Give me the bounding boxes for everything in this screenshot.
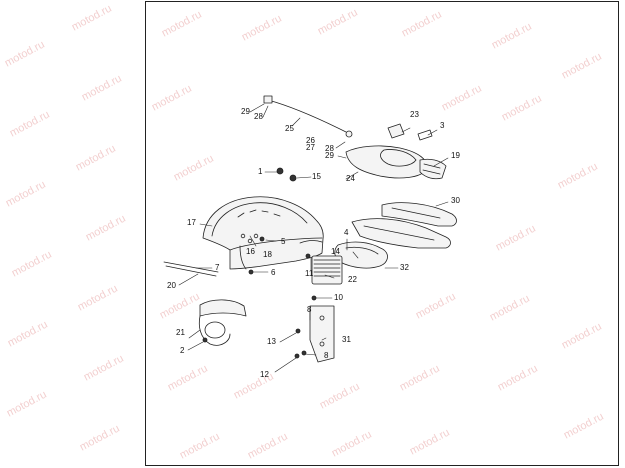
callout-12: 12 <box>260 370 269 379</box>
callout-16: 16 <box>246 247 255 256</box>
callout-28-left: 28 <box>254 112 263 121</box>
cable-25 <box>263 95 353 138</box>
callout-30: 30 <box>451 196 460 205</box>
callout-11: 11 <box>305 269 314 278</box>
callout-4: 4 <box>344 228 349 237</box>
callout-2: 2 <box>180 346 185 355</box>
callout-15: 15 <box>312 172 321 181</box>
callout-22: 22 <box>348 275 357 284</box>
rod-20 <box>163 261 219 277</box>
callout-24: 24 <box>346 174 355 183</box>
callout-29-right: 29 <box>325 151 334 160</box>
callout-10: 10 <box>334 293 343 302</box>
callout-17: 17 <box>187 218 196 227</box>
callout-23: 23 <box>410 110 419 119</box>
bracket-21 <box>198 299 247 346</box>
callout-31: 31 <box>342 335 351 344</box>
side-bracket-31 <box>309 305 335 363</box>
callout-6: 6 <box>271 268 276 277</box>
callout-29-left: 29 <box>241 107 250 116</box>
trim-32 <box>334 241 388 269</box>
callout-8-lower: 8 <box>324 351 329 360</box>
callout-19: 19 <box>451 151 460 160</box>
rear-fender <box>202 196 324 270</box>
callout-18: 18 <box>263 250 272 259</box>
callout-32: 32 <box>400 263 409 272</box>
callout-7: 7 <box>215 263 220 272</box>
callout-1: 1 <box>258 167 263 176</box>
callout-13: 13 <box>267 337 276 346</box>
callout-25: 25 <box>285 124 294 133</box>
fasteners <box>202 167 317 359</box>
callout-5: 5 <box>281 237 286 246</box>
callout-28-right: 28 <box>325 144 334 153</box>
callout-8-upper: 8 <box>307 305 312 314</box>
rail-support-30 <box>351 202 457 249</box>
callout-3: 3 <box>440 121 445 130</box>
callout-21: 21 <box>176 328 185 337</box>
callout-20: 20 <box>167 281 176 290</box>
hinge-parts-23 <box>387 123 433 141</box>
callout-27: 27 <box>306 143 315 152</box>
callout-26: 26 <box>306 136 315 145</box>
leader-lines <box>178 103 449 373</box>
callout-14: 14 <box>331 247 340 256</box>
light-housing-19 <box>345 145 447 180</box>
plate-bracket-22 <box>311 255 343 285</box>
